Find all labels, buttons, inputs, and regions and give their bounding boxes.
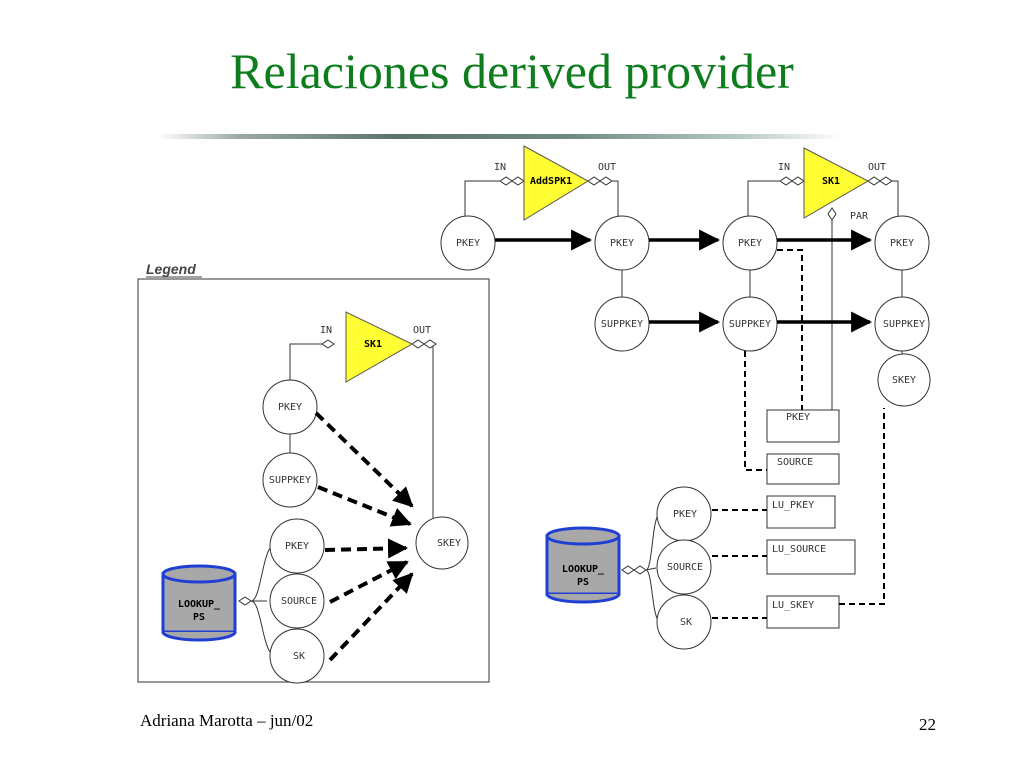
legend-sk1-component bbox=[345, 311, 414, 383]
output-attr-skey-label: SKEY bbox=[892, 375, 916, 386]
par-box-pkey-label: PKEY bbox=[786, 412, 810, 423]
title-underline bbox=[158, 134, 842, 139]
legend-in-label: IN bbox=[320, 325, 332, 336]
main-lookup-attr-sk-label: SK bbox=[680, 617, 692, 628]
legend-sk1-label: SK1 bbox=[364, 339, 382, 350]
sk1-component bbox=[803, 147, 870, 219]
sk-in-attr-suppkey-label: SUPPKEY bbox=[729, 319, 771, 330]
addspk1-component bbox=[523, 145, 589, 221]
legend-attr-skey-label: SKEY bbox=[437, 538, 461, 549]
legend-title: Legend bbox=[146, 261, 196, 277]
legend-attr-suppkey-label: SUPPKEY bbox=[269, 475, 311, 486]
legend-lookup-attr-sk-label: SK bbox=[293, 651, 305, 662]
legend-attr-pkey-label: PKEY bbox=[278, 402, 302, 413]
par-box-lu-pkey-label: LU_PKEY bbox=[772, 500, 814, 511]
input-attr-pkey bbox=[440, 215, 496, 271]
par-box-lu-skey-label: LU_SKEY bbox=[772, 600, 814, 611]
legend-out-label: OUT bbox=[413, 325, 431, 336]
par-box-lu-pkey bbox=[766, 495, 836, 529]
main-lookup-table: LOOKUP_ PS bbox=[545, 526, 621, 604]
main-lookup-label-2: PS bbox=[577, 577, 589, 588]
par-connectors bbox=[712, 249, 885, 619]
output-attr-suppkey-label: SUPPKEY bbox=[883, 319, 925, 330]
sk1-in-label: IN bbox=[778, 162, 790, 173]
addspk1-in-label: IN bbox=[494, 162, 506, 173]
main-lookup-label-1: LOOKUP_ bbox=[562, 564, 605, 575]
flow-arrows bbox=[495, 229, 873, 333]
legend-attr-suppkey bbox=[262, 452, 318, 508]
main-lookup-attr-source bbox=[656, 539, 712, 595]
par-boxes: PKEY SOURCE LU_PKEY LU_SOURCE LU_SKEY bbox=[766, 409, 856, 629]
legend-lookup-label-1: LOOKUP_ bbox=[178, 599, 221, 610]
legend-derivation-arrows bbox=[314, 411, 414, 662]
legend-lookup-table: LOOKUP_ PS bbox=[161, 564, 237, 642]
par-box-lu-skey bbox=[766, 595, 840, 629]
page-number: 22 bbox=[919, 715, 936, 734]
sk-in-attr-suppkey bbox=[722, 296, 778, 352]
mid-attr-suppkey bbox=[594, 296, 650, 352]
legend-attr-skey bbox=[415, 516, 469, 570]
sk1-label: SK1 bbox=[822, 176, 840, 187]
legend-lookup-attr-source bbox=[269, 573, 325, 629]
main-lookup-attr-pkey-label: PKEY bbox=[673, 509, 697, 520]
sk-in-attr-pkey-label: PKEY bbox=[738, 238, 762, 249]
sk1-par-label: PAR bbox=[850, 211, 869, 222]
output-attr-skey bbox=[877, 353, 931, 407]
legend-lookup-label-2: PS bbox=[193, 612, 205, 623]
par-box-source bbox=[766, 453, 840, 485]
legend: Legend IN OUT SK1 PKEY SUPPKEY SKEY bbox=[137, 261, 490, 684]
mid-attr-pkey-label: PKEY bbox=[610, 238, 634, 249]
addspk1-label: AddSPK1 bbox=[530, 176, 572, 187]
sk1-out-label: OUT bbox=[868, 162, 886, 173]
legend-lookup-attr-pkey bbox=[269, 518, 325, 574]
par-box-source-label: SOURCE bbox=[777, 457, 813, 468]
addspk1-out-label: OUT bbox=[598, 162, 616, 173]
slide-title: Relaciones derived provider bbox=[230, 43, 794, 99]
legend-frame bbox=[137, 278, 490, 683]
footer-author: Adriana Marotta – jun/02 bbox=[140, 711, 314, 730]
par-box-lu-source-label: LU_SOURCE bbox=[772, 544, 826, 555]
legend-lookup-attr-pkey-label: PKEY bbox=[285, 541, 309, 552]
mid-attr-suppkey-label: SUPPKEY bbox=[601, 319, 643, 330]
par-box-pkey bbox=[766, 409, 840, 443]
legend-lookup-attr-source-label: SOURCE bbox=[281, 596, 317, 607]
main-diagram: IN OUT AddSPK1 IN OUT SK1 PAR PKEY PKEY bbox=[440, 145, 931, 650]
legend-lookup-attr-sk bbox=[269, 628, 325, 684]
main-lookup-attr-sk bbox=[656, 594, 712, 650]
par-box-lu-source bbox=[766, 539, 856, 575]
input-attr-pkey-label: PKEY bbox=[456, 238, 480, 249]
output-attr-pkey-label: PKEY bbox=[890, 238, 914, 249]
main-lookup-attr-source-label: SOURCE bbox=[667, 562, 703, 573]
